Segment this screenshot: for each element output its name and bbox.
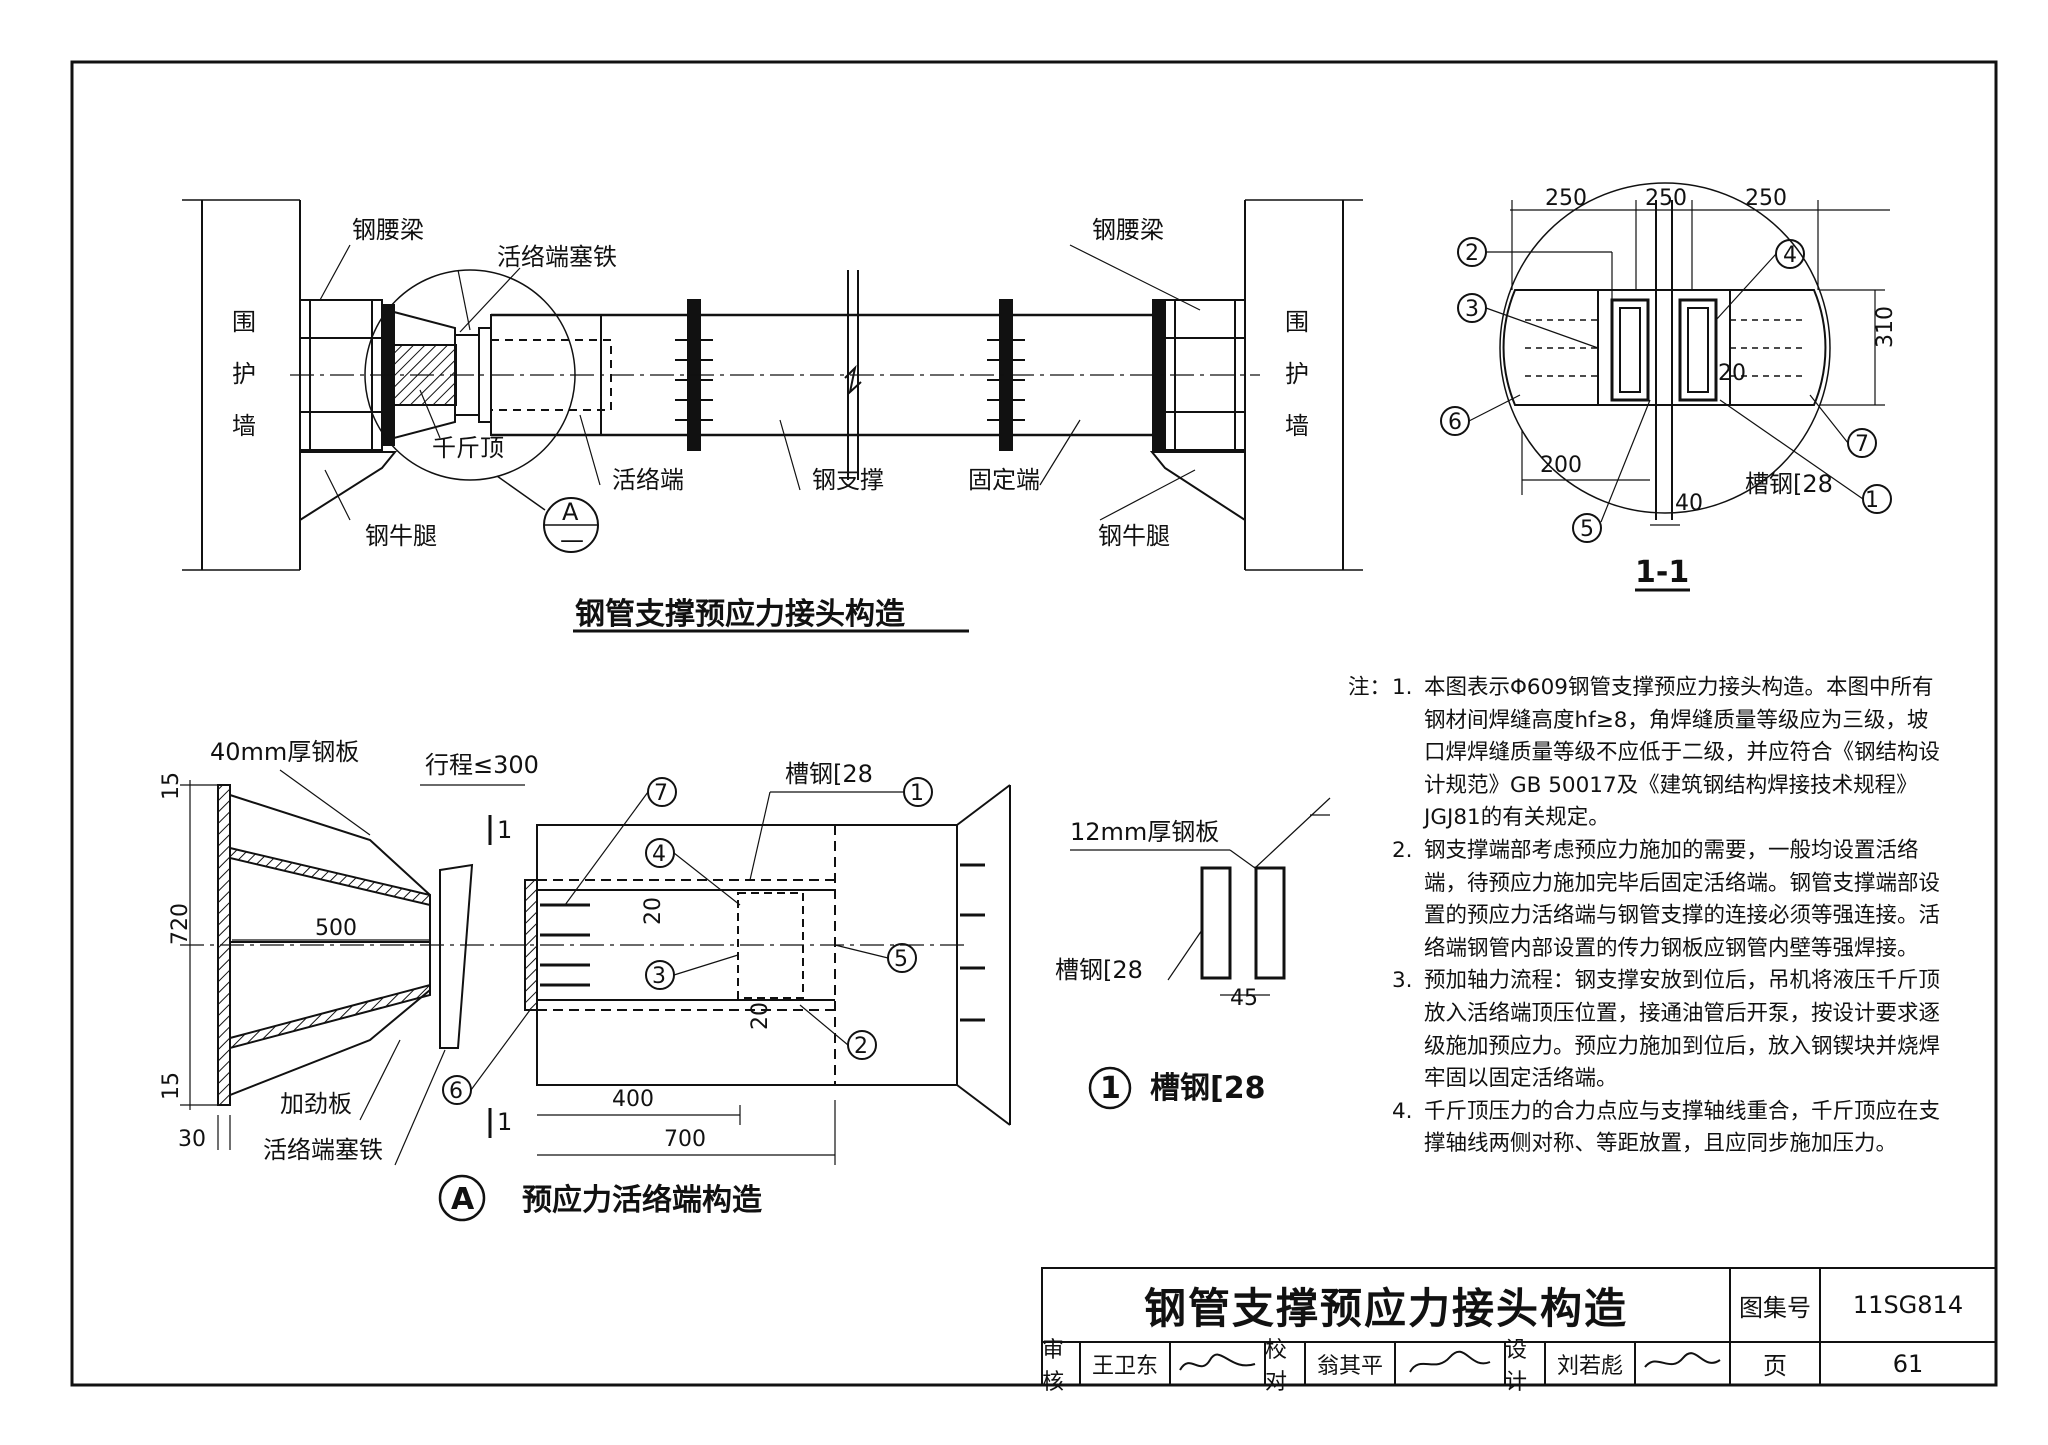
note-item: 1.本图表示Φ609钢管支撑预应力接头构造。本图中所有钢材间焊缝高度hf≥8，角… xyxy=(1392,675,1941,831)
dim-20-a: 20 xyxy=(641,897,666,925)
designer-signature xyxy=(1644,1352,1721,1368)
bracket-left-label: 钢牛腿 xyxy=(365,522,437,550)
dim-45: 45 xyxy=(1230,986,1258,1011)
dim-500: 500 xyxy=(315,916,357,941)
wall-left-char-1: 围 xyxy=(232,308,256,336)
section-1-1-labels: 250 250 250 310 200 40 20 槽钢[28 1 2 3 4 … xyxy=(1448,186,1898,590)
note-item: 4.千斤顶压力的合力点应与支撑轴线重合，千斤顶应在支撑轴线两侧对称、等距放置，且… xyxy=(1392,1098,1941,1157)
dim-20-b: 20 xyxy=(748,1002,773,1030)
designer-name: 刘若彪 xyxy=(1556,1353,1623,1379)
detail-1-mark: 1 xyxy=(1100,1071,1121,1106)
sec-marker-4: 4 xyxy=(1783,243,1797,268)
dim-15-top: 15 xyxy=(159,772,184,800)
sec-marker-6: 6 xyxy=(1448,410,1462,435)
section-title: 1-1 xyxy=(1635,555,1689,590)
atlas-number: 11SG814 xyxy=(1852,1291,1964,1319)
sec-dim-200: 200 xyxy=(1540,453,1582,478)
sec-marker-5: 5 xyxy=(1580,517,1594,542)
plate-12-label: 12mm厚钢板 xyxy=(1070,818,1219,846)
note-item: 2.钢支撑端部考虑预应力施加的需要，一般均设置活络端，待预应力施加完毕后固定活络… xyxy=(1392,837,1941,961)
a-marker-4: 4 xyxy=(652,842,666,867)
steel-strut-label: 钢支撑 xyxy=(812,466,884,494)
dim-15-bottom: 15 xyxy=(159,1072,184,1100)
fixed-end-label: 固定端 xyxy=(968,466,1040,494)
live-end-shim-label: 活络端塞铁 xyxy=(497,243,617,271)
dim-30: 30 xyxy=(178,1127,206,1152)
sec-marker-2: 2 xyxy=(1465,241,1479,266)
detail-mark-letter: A xyxy=(562,498,579,526)
detail-1-labels: 12mm厚钢板 槽钢[28 45 1 槽钢[28 xyxy=(1055,818,1265,1106)
detail-a xyxy=(180,769,1011,1222)
check-label: 校对 xyxy=(1265,1337,1288,1395)
checker-name: 翁其平 xyxy=(1316,1353,1383,1379)
sec-dim-250-c: 250 xyxy=(1745,186,1787,211)
live-end-label: 活络端 xyxy=(612,466,684,494)
wall-left-char-3: 墙 xyxy=(232,412,256,440)
a-marker-1: 1 xyxy=(910,781,924,806)
channel-label-1: 槽钢[28 xyxy=(1055,956,1143,984)
sheet-border xyxy=(70,60,1998,1387)
dim-400: 400 xyxy=(612,1087,654,1112)
sec-dim-250-b: 250 xyxy=(1645,186,1687,211)
dim-700: 700 xyxy=(664,1127,706,1152)
section-1-1 xyxy=(1440,182,1892,592)
page-number: 61 xyxy=(1892,1349,1924,1378)
notes-list: 1.本图表示Φ609钢管支撑预应力接头构造。本图中所有钢材间焊缝高度hf≥8，角… xyxy=(1348,672,1948,1161)
plate-40-label: 40mm厚钢板 xyxy=(210,738,359,766)
main-view-title: 钢管支撑预应力接头构造 xyxy=(575,597,905,632)
a-marker-3: 3 xyxy=(652,964,666,989)
section-mark-bottom: 1 xyxy=(497,1108,512,1136)
sec-marker-3: 3 xyxy=(1465,297,1479,322)
sec-dim-250-a: 250 xyxy=(1545,186,1587,211)
reviewer-name: 王卫东 xyxy=(1091,1353,1158,1379)
note-item: 3.预加轴力流程：钢支撑安放到位后，吊机将液压千斤顶放入活络端顶压位置，接通油管… xyxy=(1392,968,1941,1092)
waist-beam-right-label: 钢腰梁 xyxy=(1092,216,1164,244)
sec-dim-20: 20 xyxy=(1718,361,1746,386)
title-block-grid xyxy=(1041,1267,1997,1386)
review-label: 审核 xyxy=(1042,1337,1065,1395)
sec-dim-40: 40 xyxy=(1675,491,1703,516)
wall-left-char-2: 护 xyxy=(232,360,256,388)
wall-right-char-2: 护 xyxy=(1285,360,1309,388)
section-mark-top: 1 xyxy=(497,816,512,844)
detail-a-mark: A xyxy=(451,1182,475,1217)
waist-beam-left-label: 钢腰梁 xyxy=(352,216,424,244)
stroke-label: 行程≤300 xyxy=(425,751,539,779)
sec-marker-1: 1 xyxy=(1865,488,1879,513)
checker-signature xyxy=(1409,1350,1491,1373)
notes-block: 注： 1.本图表示Φ609钢管支撑预应力接头构造。本图中所有钢材间焊缝高度hf≥… xyxy=(1348,672,1948,1161)
bracket-right-label: 钢牛腿 xyxy=(1098,522,1170,550)
detail-1-title: 槽钢[28 xyxy=(1150,1071,1265,1106)
detail-a-labels: 40mm厚钢板 行程≤300 槽钢[28 加劲板 活络端塞铁 1 1 15 72… xyxy=(159,738,924,1218)
a-marker-7: 7 xyxy=(654,781,668,806)
sec-channel-label: 槽钢[28 xyxy=(1745,470,1833,498)
dim-720: 720 xyxy=(168,903,193,945)
main-view xyxy=(182,199,1363,633)
shim-label-a: 活络端塞铁 xyxy=(263,1136,383,1164)
reviewer-signature xyxy=(1179,1353,1256,1371)
detail-1 xyxy=(1070,797,1331,1110)
a-marker-6: 6 xyxy=(449,1079,463,1104)
design-label: 设计 xyxy=(1505,1337,1528,1395)
sec-dim-310: 310 xyxy=(1873,306,1898,348)
channel-label-a: 槽钢[28 xyxy=(785,760,873,788)
atlas-label: 图集号 xyxy=(1739,1293,1811,1322)
sec-marker-7: 7 xyxy=(1855,432,1869,457)
detail-a-title: 预应力活络端构造 xyxy=(522,1183,762,1218)
main-view-labels: 围 护 墙 围 护 墙 钢腰梁 钢腰梁 活络端塞铁 千斤顶 活络端 钢支撑 固定… xyxy=(232,216,1309,632)
jack-label: 千斤顶 xyxy=(432,434,504,462)
notes-head: 注： xyxy=(1348,675,1392,700)
wall-right-char-1: 围 xyxy=(1285,308,1309,336)
wall-right-char-3: 墙 xyxy=(1285,412,1309,440)
page-label: 页 xyxy=(1763,1352,1787,1380)
detail-mark-sub: — xyxy=(560,526,584,554)
title-block-title: 钢管支撑预应力接头构造 xyxy=(1143,1283,1628,1333)
a-marker-2: 2 xyxy=(854,1034,868,1059)
a-marker-5: 5 xyxy=(894,947,908,972)
stiffener-label: 加劲板 xyxy=(280,1090,352,1118)
